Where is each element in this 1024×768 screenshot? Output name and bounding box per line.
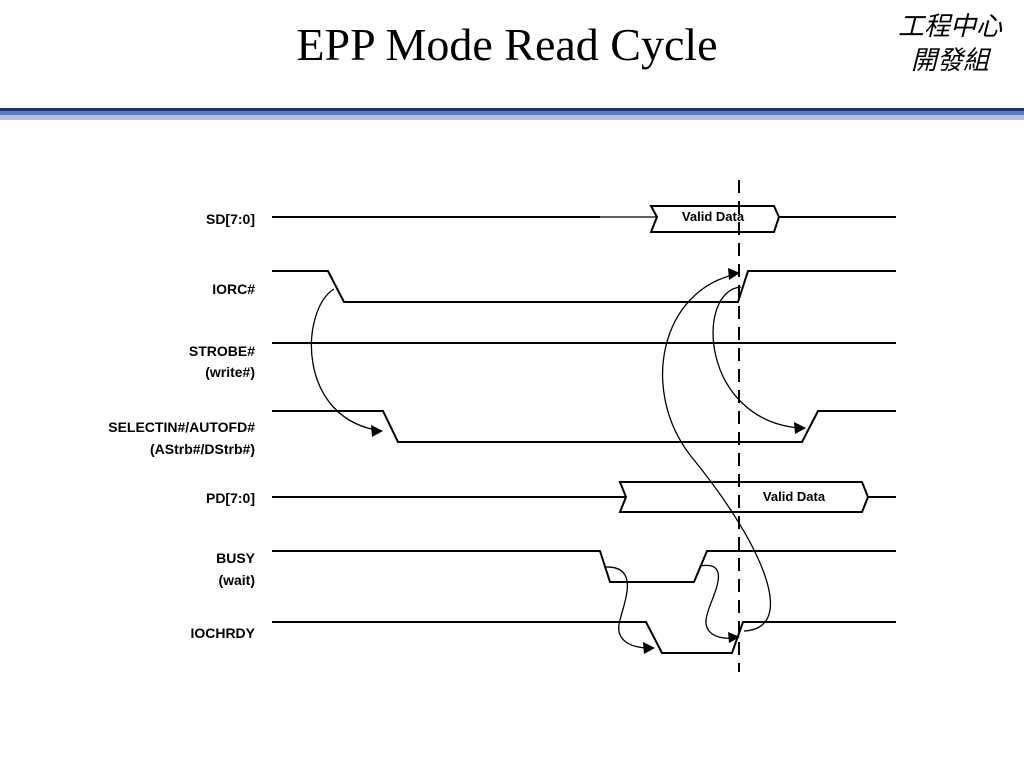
label-sd: SD[7:0]	[206, 211, 255, 227]
label-busy: BUSY	[216, 550, 256, 566]
label-iochrdy: IOCHRDY	[190, 625, 255, 641]
sublabel-selectin: (AStrb#/DStrb#)	[150, 441, 255, 457]
arrow-iorc-to-selectin-rise	[712, 286, 801, 429]
title-divider	[0, 108, 1024, 122]
divider-band-2	[0, 111, 1024, 115]
brand-label: 工程中心 開發組	[898, 10, 1002, 78]
arrowhead-iorc-to-selectin-rise	[794, 422, 806, 434]
arrowhead-iochrdy-to-iorc	[728, 268, 740, 280]
wave-selectin	[272, 410, 896, 443]
pd-valid-bus	[618, 481, 896, 513]
brand-line-2: 開發組	[910, 46, 989, 76]
arrow-busy-to-iochrdy-fall	[603, 566, 651, 649]
arrow-busy-to-iochrdy-rise	[699, 564, 737, 639]
arrowhead-busy-to-iochrdy-fall	[643, 642, 655, 654]
wave-iochrdy	[272, 621, 896, 654]
wave-iorc	[272, 270, 896, 303]
brand-line-1: 工程中心	[897, 12, 1002, 42]
divider-band-1	[0, 108, 1024, 111]
arrow-iorc-to-selectin	[310, 288, 383, 432]
sublabel-strobe: (write#)	[205, 364, 255, 380]
wave-busy	[272, 550, 896, 583]
divider-band-3	[0, 115, 1024, 120]
pd-valid-label: Valid Data	[763, 489, 826, 504]
sublabel-busy: (wait)	[218, 572, 255, 588]
arrowhead-busy-to-iochrdy-rise	[728, 632, 740, 643]
sd-valid-bus	[649, 205, 896, 233]
label-iorc: IORC#	[212, 281, 255, 297]
label-strobe: STROBE#	[189, 343, 255, 359]
label-selectin: SELECTIN#/AUTOFD#	[108, 419, 255, 435]
arrow-iochrdy-to-iorc	[661, 273, 771, 632]
label-pd: PD[7:0]	[206, 490, 255, 506]
arrowhead-iorc-to-selectin	[371, 425, 383, 437]
sd-valid-label: Valid Data	[682, 209, 745, 224]
slide-title: EPP Mode Read Cycle	[296, 19, 718, 70]
